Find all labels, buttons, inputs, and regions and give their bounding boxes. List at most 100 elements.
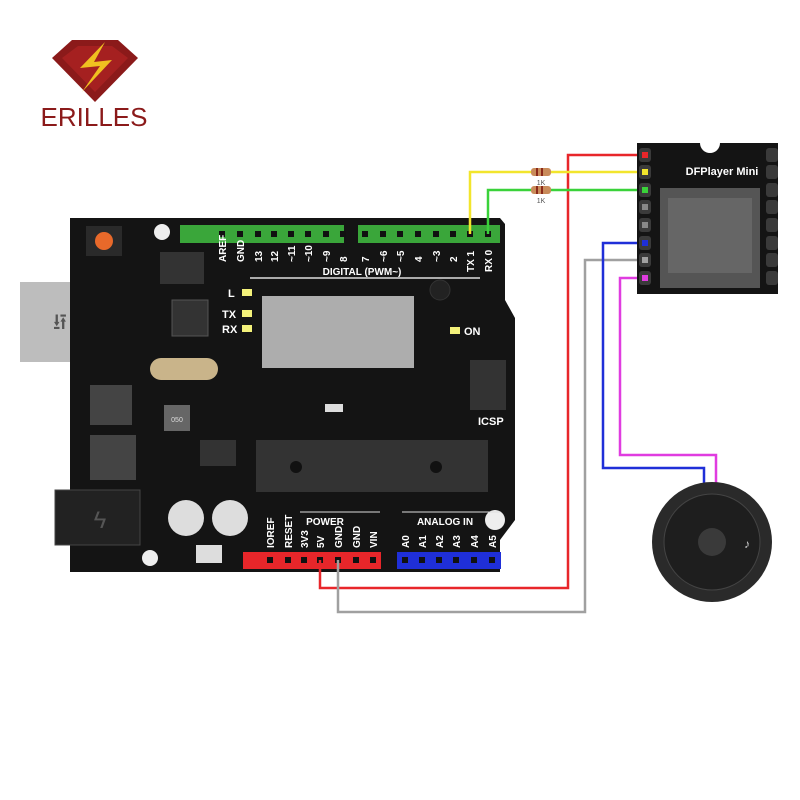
digital-pin[interactable]: [380, 231, 386, 237]
power-pin-label: GND: [334, 526, 345, 548]
usb-icon: ⭿: [53, 310, 67, 335]
speaker: ♪: [652, 482, 772, 602]
analog-header: [397, 552, 501, 569]
analog-pin[interactable]: [453, 557, 459, 563]
analog-pin-label: A4: [470, 535, 481, 548]
icsp-header: [470, 360, 506, 410]
capacitor: [168, 500, 204, 536]
digital-pin-label: ~5: [396, 250, 407, 262]
digital-pin-label: 7: [361, 256, 372, 262]
digital-pin-label: 4: [414, 256, 425, 262]
power-pin[interactable]: [353, 557, 359, 563]
digital-pin[interactable]: [450, 231, 456, 237]
power-pin-label: IOREF: [266, 517, 277, 548]
digital-pin[interactable]: [305, 231, 311, 237]
power-pin-label: GND: [352, 526, 363, 548]
power-header: [243, 552, 381, 569]
analog-pin[interactable]: [419, 557, 425, 563]
power-jack: [54, 489, 141, 546]
wire-rx: [486, 188, 645, 234]
power-pin[interactable]: [267, 557, 273, 563]
digital-pin[interactable]: [323, 231, 329, 237]
digital-pin-label: TX 1: [466, 250, 477, 272]
digital-pin-label: ~10: [304, 245, 315, 262]
mount-hole: [154, 224, 170, 240]
icsp-label: ICSP: [478, 416, 504, 428]
main-label-area: [262, 296, 414, 368]
digital-pin[interactable]: [219, 231, 225, 237]
digital-pin-label: GND: [236, 240, 247, 262]
analog-label: ANALOG IN: [417, 517, 473, 528]
resistor-tx: 1K: [531, 168, 551, 187]
resistor-label: 1K: [537, 198, 546, 205]
power-pin-label: 5V: [316, 535, 327, 548]
digital-pin[interactable]: [271, 231, 277, 237]
digital-pin-label: 8: [339, 256, 350, 262]
resistor-rx: 1K: [531, 186, 551, 205]
analog-pin-label: A2: [435, 535, 446, 548]
digital-pin[interactable]: [237, 231, 243, 237]
power-pin[interactable]: [285, 557, 291, 563]
dfplayer-pin[interactable]: [766, 183, 778, 197]
analog-pin-label: A3: [452, 535, 463, 548]
dfplayer-pin[interactable]: [766, 253, 778, 267]
digital-pin-label: ~3: [432, 250, 443, 262]
wires: [318, 153, 718, 614]
digital-pin-label: ~11: [287, 245, 298, 262]
erilles-logo: ERILLES: [41, 40, 148, 132]
analog-pin[interactable]: [471, 557, 477, 563]
analog-pin[interactable]: [402, 557, 408, 563]
wire-vcc: [318, 153, 645, 590]
logo-text: ERILLES: [41, 102, 148, 132]
wire-gnd: [336, 258, 645, 614]
power-pin-label: RESET: [284, 515, 295, 548]
digital-pin[interactable]: [362, 231, 368, 237]
wire-speaker-1: [601, 241, 706, 492]
power-pin-label: 3V3: [300, 530, 311, 548]
power-pin[interactable]: [301, 557, 307, 563]
digital-pin-label: 12: [270, 250, 281, 262]
digital-pin[interactable]: [397, 231, 403, 237]
on-label: ON: [464, 326, 481, 338]
digital-pin[interactable]: [433, 231, 439, 237]
digital-pin-label: AREF: [218, 235, 229, 262]
analog-pin-label: A1: [418, 535, 429, 548]
analog-pin[interactable]: [489, 557, 495, 563]
resistor-label: 1K: [537, 180, 546, 187]
logo-lightning-icon: [80, 42, 112, 92]
voltage-regulator: [90, 435, 136, 480]
dfplayer-pin[interactable]: [766, 271, 778, 285]
dfplayer-module: DFPlayer Mini: [637, 143, 778, 294]
digital-pin[interactable]: [340, 231, 346, 237]
digital-pin-label: ~6: [379, 250, 390, 262]
capacitor: [212, 500, 248, 536]
chip-marking: 050: [171, 417, 183, 424]
analog-pin[interactable]: [436, 557, 442, 563]
analog-pin-label: A0: [401, 535, 412, 548]
led-label-rx: RX: [222, 324, 238, 336]
mount-hole: [485, 510, 505, 530]
dfplayer-pin[interactable]: [766, 236, 778, 250]
usb-chip: [171, 299, 209, 337]
led-label-l: L: [228, 288, 235, 300]
led-l: [242, 289, 252, 296]
wire-speaker-2: [618, 276, 718, 492]
dfplayer-pin[interactable]: [766, 200, 778, 214]
led-label-tx: TX: [222, 309, 237, 321]
dfplayer-pin[interactable]: [766, 218, 778, 232]
power-pin[interactable]: [370, 557, 376, 563]
dfplayer-pin[interactable]: [766, 148, 778, 162]
speaker-note-icon: ♪: [744, 537, 750, 551]
digital-pin[interactable]: [415, 231, 421, 237]
mount-hole: [142, 550, 158, 566]
led-on: [450, 327, 460, 334]
digital-label: DIGITAL (PWM~): [323, 267, 402, 278]
digital-pin[interactable]: [255, 231, 261, 237]
voltage-regulator: [90, 385, 132, 425]
power-pin-label: VIN: [369, 531, 380, 548]
digital-pin[interactable]: [288, 231, 294, 237]
dfplayer-pin[interactable]: [766, 165, 778, 179]
digital-header-right: [358, 225, 500, 243]
